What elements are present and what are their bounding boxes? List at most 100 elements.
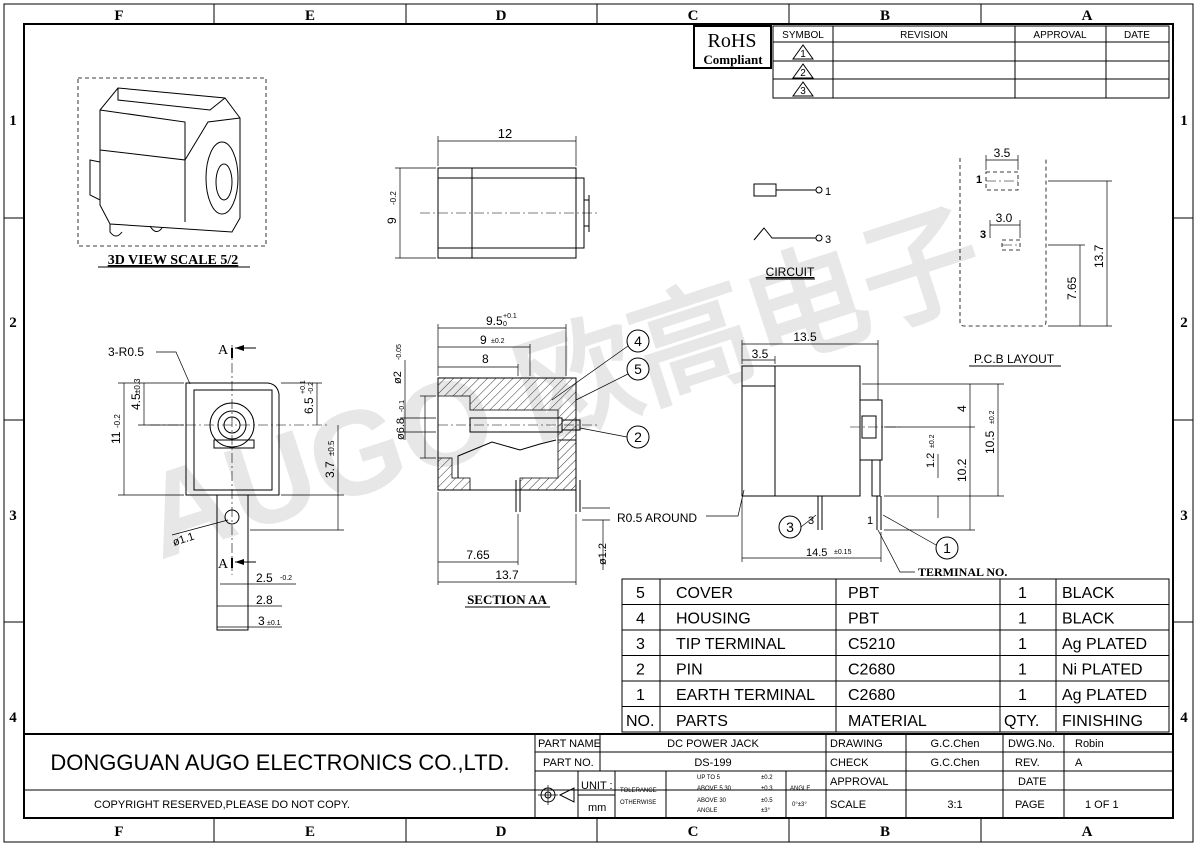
bom-cell-material: C2680 <box>848 662 895 679</box>
dim-dia-6-8-tol: -0.1 <box>399 400 406 412</box>
section-label: SECTION AA <box>467 592 547 607</box>
section-mark-bottom: A <box>218 557 229 572</box>
bom-cell-part: PIN <box>676 662 703 679</box>
tol-upto5-value: ±0.2 <box>761 775 773 781</box>
bom-cell-part: COVER <box>676 585 733 602</box>
dim-4-5-tol: ±0.3 <box>133 378 142 394</box>
dim-10-5: 10.5 <box>983 430 997 454</box>
zone-row-2-right: 2 <box>1180 315 1188 331</box>
bom-cell-part: EARTH TERMINAL <box>676 687 815 704</box>
part-no-value: DS-199 <box>694 757 731 769</box>
bom-cell-material: PBT <box>848 611 879 628</box>
dim-dia-2: ø2 <box>392 371 404 384</box>
bom-cell-finish: BLACK <box>1062 611 1115 628</box>
bom-cell-material: C2680 <box>848 687 895 704</box>
balloon-3: 3 <box>786 519 794 535</box>
dim-dia-1-2: ø1.2 <box>597 543 609 565</box>
dim-13-7: 13.7 <box>495 568 519 582</box>
circuit-pin-3: 3 <box>825 234 831 246</box>
circuit-diagram: 1 3 CIRCUIT <box>753 183 831 280</box>
rev-label: REV. <box>1015 757 1040 769</box>
bom-cell-qty: 1 <box>1018 585 1027 602</box>
rev-header-approval: APPROVAL <box>1033 30 1087 41</box>
dim-6-5-tol-a: +0.1 <box>300 380 307 394</box>
balloon-4: 4 <box>634 333 642 349</box>
balloon-5: 5 <box>634 361 642 377</box>
dim-9-5-tol-b: 0 <box>503 321 507 328</box>
rohs-compliant: Compliant <box>703 52 763 67</box>
bom-cell-qty: 1 <box>1018 611 1027 628</box>
unit-value: mm <box>588 802 606 814</box>
rev-header-symbol: SYMBOL <box>782 30 824 41</box>
zone-col-d-top: D <box>496 8 507 24</box>
dim-10-5-tol: ±0.2 <box>989 410 996 424</box>
balloon-2: 2 <box>634 429 642 445</box>
bom-cell-no: 5 <box>636 585 645 602</box>
bom-cell-finish: Ni PLATED <box>1062 662 1143 679</box>
scale-value: 3:1 <box>947 799 962 811</box>
zone-row-4-right: 4 <box>1180 710 1188 726</box>
bom-header-no: NO. <box>626 713 654 730</box>
projection-symbol-icon <box>538 785 575 805</box>
part-no-label: PART NO. <box>543 757 594 769</box>
view-side: 13.5 3.5 4 10.5 ±0.2 10.2 1.2 ±0.2 14.5 … <box>741 330 1007 579</box>
terminal-no-label: TERMINAL NO. <box>918 565 1007 579</box>
bom-cell-material: PBT <box>848 585 879 602</box>
zone-col-b-top: B <box>880 8 890 24</box>
dim-9-tol-b: ±0.2 <box>491 338 505 345</box>
zone-row-4-left: 4 <box>9 710 17 726</box>
drawing-value: G.C.Chen <box>931 738 980 750</box>
bom-cell-qty: 1 <box>1018 636 1027 653</box>
pcb-dim-3-0: 3.0 <box>996 211 1013 225</box>
dim-14-5: 14.5 <box>806 547 827 559</box>
dim-6-5-tol-b: -0.2 <box>308 382 315 394</box>
part-name-label: PART NAME <box>538 738 601 750</box>
drawing-label: DRAWING <box>830 738 883 750</box>
pcb-dim-7-65: 7.65 <box>1065 276 1079 300</box>
tol-above5-value: ±0.3 <box>761 786 773 792</box>
dim-9-5: 9.5 <box>486 314 503 328</box>
balloon-1: 1 <box>943 540 951 556</box>
dim-7-65: 7.65 <box>466 548 490 562</box>
zone-col-e-bottom: E <box>305 824 315 840</box>
date-label: DATE <box>1018 776 1047 788</box>
bom-cell-finish: Ag PLATED <box>1062 636 1147 653</box>
dim-dia-2-tol: -0.05 <box>396 344 403 360</box>
circuit-label: CIRCUIT <box>766 265 815 279</box>
dim-10-2: 10.2 <box>955 458 969 482</box>
dim-3-tol: ±0.1 <box>267 620 281 627</box>
tol-above5: ABOVE 5 30 <box>697 786 732 792</box>
dim-11-tol: -0.2 <box>113 414 122 428</box>
zone-col-d-bottom: D <box>496 824 507 840</box>
zone-col-e-top: E <box>305 8 315 24</box>
pcb-dim-3-5: 3.5 <box>994 146 1011 160</box>
view-front: A A 3-R0.5 11 -0.2 4.5 ±0.3 6.5 +0.1 -0.… <box>108 343 344 631</box>
dim-4: 4 <box>955 405 969 412</box>
pcb-layout: 3.5 3.0 1 3 7.65 13.7 P.C.B LAYOUT <box>959 146 1112 367</box>
bom-cell-no: 4 <box>636 611 645 628</box>
angle-value: 0°±3° <box>792 802 807 808</box>
zone-row-1-left: 1 <box>9 113 17 129</box>
check-label: CHECK <box>830 757 869 769</box>
zone-col-a-bottom: A <box>1082 824 1093 840</box>
dim-2-5: 2.5 <box>256 571 273 585</box>
dim-2-8: 2.8 <box>256 593 273 607</box>
tol-above30: ABOVE 30 <box>697 798 727 804</box>
page-value: 1 OF 1 <box>1085 799 1119 811</box>
bom-cell-qty: 1 <box>1018 662 1027 679</box>
part-name-value: DC POWER JACK <box>667 738 759 750</box>
dwgno-label: DWG.No. <box>1008 738 1055 750</box>
company-name: DONGGUAN AUGO ELECTRONICS CO.,LTD. <box>50 750 509 775</box>
dim-12: 12 <box>498 126 512 141</box>
otherwise-label: OTHERWISE <box>620 800 656 806</box>
bom-cell-no: 1 <box>636 687 645 704</box>
zone-col-c-top: C <box>688 8 699 24</box>
copyright-note: COPYRIGHT RESERVED,PLEASE DO NOT COPY. <box>94 799 350 811</box>
dim-6-5: 6.5 <box>302 397 316 414</box>
dim-9: 9 <box>480 333 487 347</box>
check-value: G.C.Chen <box>931 757 980 769</box>
dim-dia-6-8: ø6.8 <box>395 418 407 440</box>
